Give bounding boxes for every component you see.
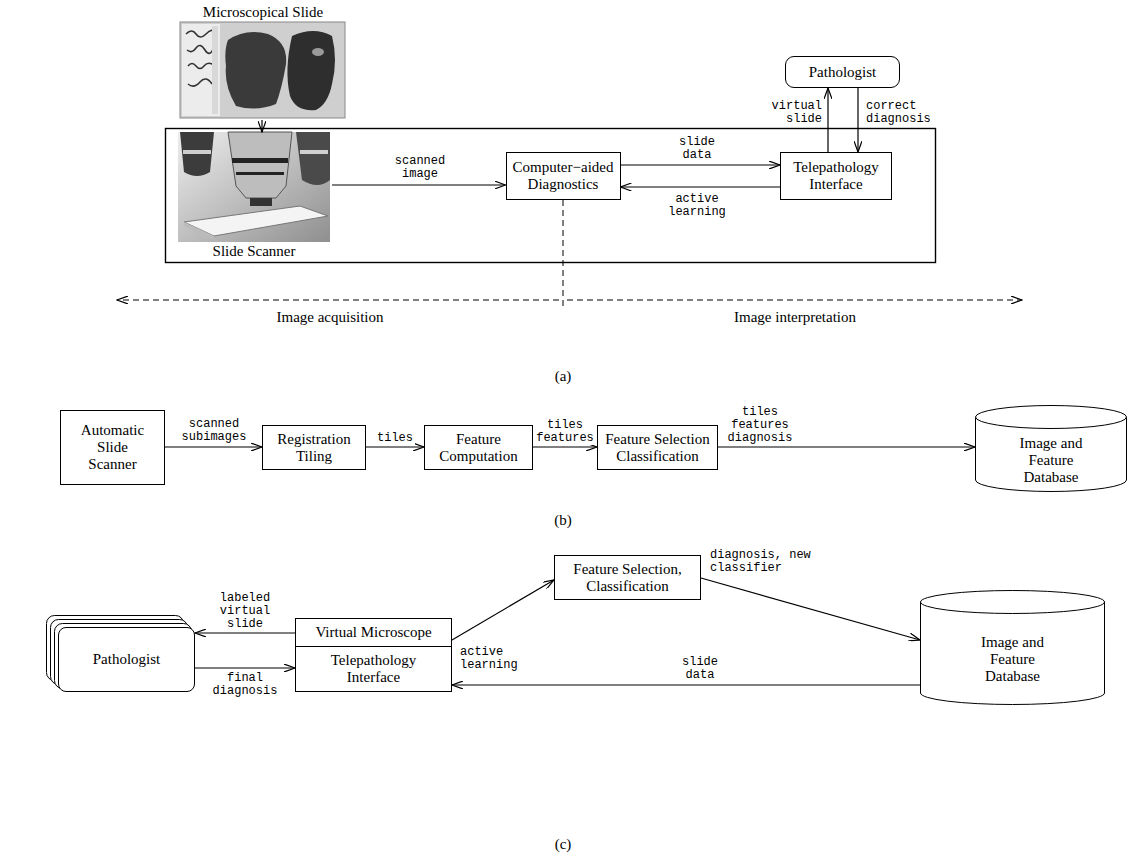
box-text: Registration Tiling bbox=[268, 431, 360, 465]
box-compartment: Virtual Microscope bbox=[296, 619, 451, 647]
edge-label: tiles features bbox=[534, 419, 596, 445]
actor-box: Pathologist bbox=[58, 627, 195, 692]
box-text: Pathologist bbox=[809, 64, 877, 81]
edge-label: scanned subimages bbox=[178, 418, 250, 444]
edge-label: tiles features diagnosis bbox=[724, 406, 796, 445]
scanner-photo bbox=[178, 132, 330, 242]
cylinder-top bbox=[976, 406, 1127, 429]
slide-photo bbox=[180, 22, 345, 118]
edge-label: correct diagnosis bbox=[866, 100, 940, 126]
image-caption: Microscopical Slide bbox=[178, 4, 348, 21]
connector-arrow bbox=[195, 632, 295, 633]
cylinder-top bbox=[921, 591, 1105, 614]
box-compartment: Telepathology Interface bbox=[296, 647, 451, 691]
box-text: Pathologist bbox=[93, 651, 161, 668]
connector-arrow bbox=[621, 186, 781, 187]
connector-arrow bbox=[718, 446, 975, 447]
panel-label: (a) bbox=[555, 368, 572, 385]
process-box: Telepathology Interface bbox=[780, 152, 892, 200]
edge-label: diagnosis, new classifier bbox=[710, 549, 820, 575]
box-text: Virtual Microscope bbox=[315, 624, 431, 641]
edge-label: slide data bbox=[672, 136, 722, 162]
box-text: Telepathology Interface bbox=[319, 652, 429, 686]
box-text: Feature Selection Classification bbox=[603, 431, 712, 465]
actor-box: Pathologist bbox=[785, 56, 900, 88]
edge-label: labeled virtual slide bbox=[216, 592, 274, 631]
connector-arrow bbox=[452, 580, 554, 640]
connector-arrow bbox=[621, 164, 781, 165]
panel-label: (b) bbox=[554, 512, 572, 529]
image-node: Slide Scanner bbox=[176, 132, 332, 260]
edge-label: active learning bbox=[662, 193, 732, 219]
span-label: Image interpretation bbox=[734, 309, 856, 326]
system-frame bbox=[166, 129, 936, 263]
process-box: Virtual MicroscopeTelepathology Interfac… bbox=[295, 618, 452, 692]
panel-label: (c) bbox=[555, 836, 572, 853]
box-text: Automatic Slide Scanner bbox=[75, 422, 150, 473]
connector-arrow bbox=[195, 667, 295, 668]
box-text: Feature Selection, Classification bbox=[560, 561, 695, 595]
connector-arrow bbox=[452, 684, 920, 685]
process-box: Feature Computation bbox=[424, 425, 533, 470]
process-box: Feature Selection Classification bbox=[597, 425, 718, 470]
connector-arrow bbox=[261, 120, 262, 132]
box-text: Image and Feature Database bbox=[973, 634, 1053, 685]
box-text: Image and Feature Database bbox=[1011, 435, 1091, 486]
edge-label: active learning bbox=[460, 646, 526, 672]
span-label: Image acquisition bbox=[276, 309, 383, 326]
span-arrow bbox=[567, 300, 1022, 301]
connector-arrow bbox=[366, 446, 424, 447]
image-caption: Slide Scanner bbox=[176, 243, 332, 260]
edge-label: final diagnosis bbox=[209, 672, 281, 698]
connector-arrow bbox=[165, 446, 262, 447]
database-cylinder: Image and Feature Database bbox=[920, 590, 1105, 705]
connector-arrow bbox=[533, 446, 597, 447]
process-box: Feature Selection, Classification bbox=[554, 555, 701, 600]
edge-label: tiles bbox=[375, 432, 415, 445]
database-cylinder: Image and Feature Database bbox=[975, 405, 1127, 492]
image-node: Microscopical Slide bbox=[178, 4, 348, 120]
cylinder-body bbox=[921, 602, 1105, 705]
edge-label: virtual slide bbox=[760, 100, 822, 126]
connector-arrow bbox=[827, 88, 828, 152]
box-text: Computer−aided Diagnostics bbox=[512, 159, 615, 193]
span-arrow bbox=[117, 300, 559, 301]
box-text: Feature Computation bbox=[430, 431, 527, 465]
connector-arrow bbox=[857, 88, 858, 152]
connector-arrow bbox=[701, 578, 920, 640]
edge-label: scanned image bbox=[384, 155, 456, 181]
edge-label: slide data bbox=[677, 656, 723, 682]
process-box: Automatic Slide Scanner bbox=[60, 410, 165, 485]
connector-arrow bbox=[332, 184, 506, 185]
process-box: Registration Tiling bbox=[262, 425, 366, 470]
box-text: Telepathology Interface bbox=[786, 159, 886, 193]
process-box: Computer−aided Diagnostics bbox=[506, 152, 621, 200]
divider-line bbox=[563, 200, 564, 310]
